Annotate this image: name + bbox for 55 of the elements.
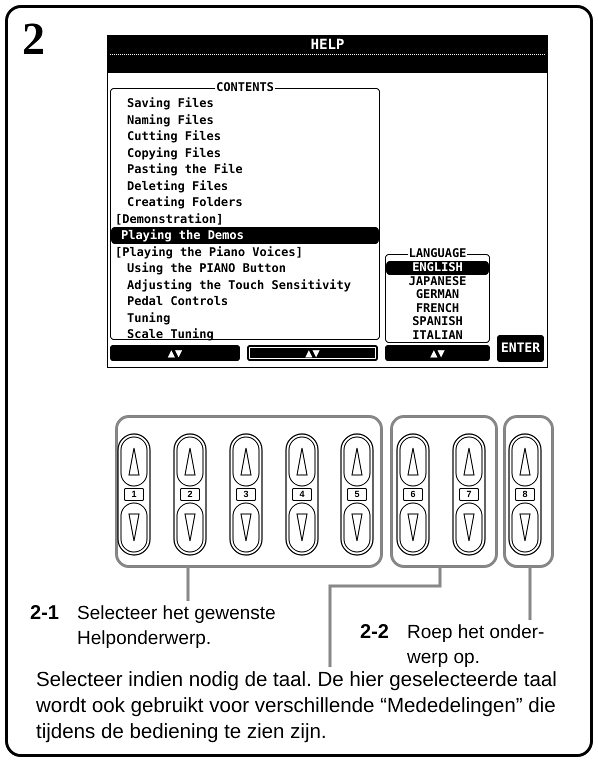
up-down-button: [508, 433, 542, 556]
up-down-button: [285, 433, 319, 556]
step-text: Roep het onder- werp op.: [407, 621, 546, 670]
list-item: Naming Files: [126, 112, 215, 128]
list-item: [Playing the Piano Voices]: [114, 244, 304, 260]
list-item: GERMAN: [414, 288, 460, 302]
up-down-button: [173, 433, 207, 556]
list-item: Deleting Files: [126, 178, 230, 194]
up-down-button: [396, 433, 430, 556]
button-group-frame: [390, 415, 498, 568]
list-item: Cutting Files: [126, 128, 222, 144]
list-item: Pedal Controls: [126, 293, 230, 310]
list-item: Creating Folders: [126, 194, 244, 210]
list-item: Copying Files: [126, 144, 222, 161]
list-item: Using the PIANO Button: [126, 260, 287, 276]
list-item: SPANISH: [411, 315, 464, 328]
up-down-button: [117, 433, 151, 556]
list-item: Saving Files: [126, 95, 215, 112]
button-number-label: 5: [347, 488, 367, 501]
step-label: 2-2: [360, 620, 389, 645]
soft-key: ▲▼: [247, 345, 378, 361]
soft-key: ▲▼: [385, 345, 490, 361]
screen-title: HELP: [310, 37, 346, 54]
button-group-frame: [503, 415, 554, 568]
selected-list-item: ENGLISH: [386, 261, 489, 274]
leader-line: [328, 568, 442, 667]
list-item: JAPANESE: [408, 274, 468, 288]
list-item: FRENCH: [414, 302, 460, 315]
instruction-text: Selecteer indien nodig de taal. De hier geselecteerde taal wordt ook gebruikt voor verschillende “Mededelingen” die tijdens de bediening te zien zijn.: [36, 667, 587, 751]
step-text: Selecteer het gewenste Helponderwerp.: [77, 602, 277, 651]
button-number-label: 7: [459, 488, 479, 501]
button-number-label: 4: [292, 488, 312, 501]
enter-key: ENTER: [497, 335, 544, 362]
button-number-label: 1: [124, 488, 144, 501]
list-item: ITALIAN: [411, 328, 464, 342]
button-number-label: 6: [403, 488, 423, 501]
button-group-frame: [115, 415, 383, 568]
lcd-screen: [107, 35, 548, 368]
list-item: Pasting the File: [126, 161, 244, 178]
step-number: 2: [22, 14, 45, 64]
list-item: Adjusting the Touch Sensitivity: [126, 276, 352, 293]
selected-list-item: Playing the Demos: [111, 227, 379, 244]
up-down-button: [229, 433, 263, 556]
button-number-label: 3: [236, 488, 256, 501]
list-item: Scale Tuning: [126, 326, 215, 342]
button-number-label: 2: [180, 488, 200, 501]
soft-key: ▲▼: [110, 345, 240, 361]
leader-line: [186, 568, 190, 601]
leader-line: [528, 568, 532, 620]
step-label: 2-1: [30, 601, 59, 626]
list-item: [Demonstration]: [114, 210, 224, 227]
button-number-label: 8: [515, 488, 535, 501]
up-down-button: [340, 433, 374, 556]
list-item: Tuning: [126, 310, 172, 326]
up-down-button: [452, 433, 486, 556]
